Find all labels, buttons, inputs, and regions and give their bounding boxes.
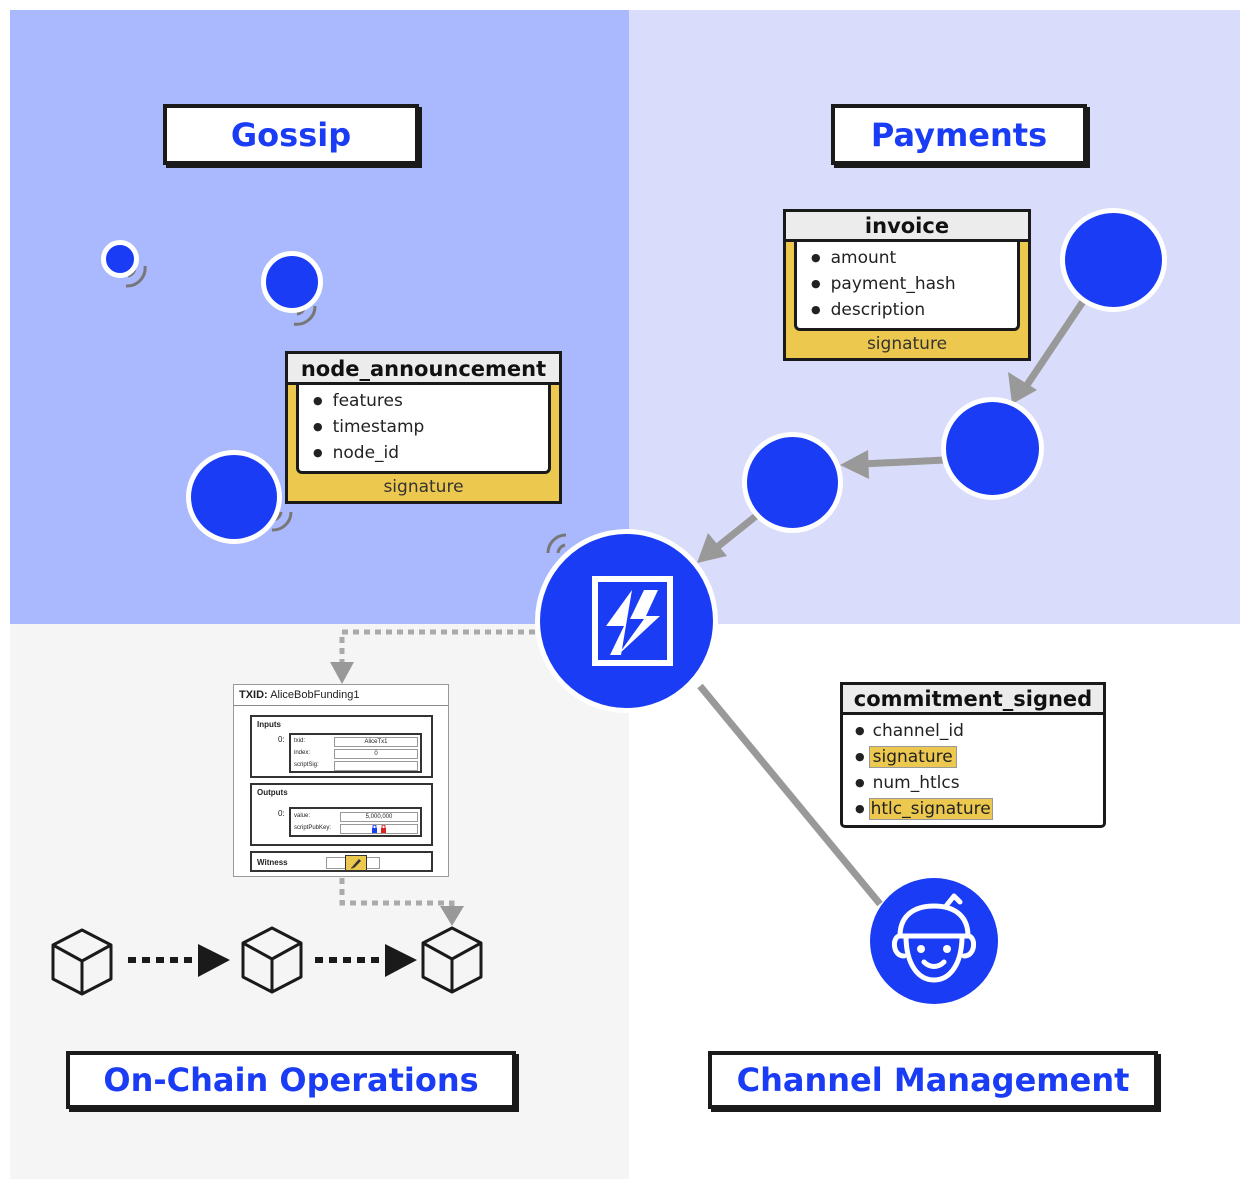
tx-to-block-arrowhead [440,906,464,926]
gossip-title: Gossip [163,104,419,165]
commitment-signed-fields: ●channel_id ●signature ●num_htlcs ●htlc_… [840,715,1106,828]
field-item: payment_hash [811,272,1017,298]
lightning-hub-node [535,529,718,713]
value-field: value:5,000,000 [294,812,420,822]
scriptpubkey-field: scriptPubKey: [294,824,420,834]
block-cube-icon [421,926,483,994]
payment-arrow-1 [1022,298,1087,390]
node-announcement-fields: features timestamp node_id [296,385,551,474]
tx-to-block-dotted [339,878,455,908]
payment-arrow-2 [861,456,946,468]
payment-node-hop-1 [941,397,1044,500]
invoice-body: amount payment_hash description signatur… [783,242,1031,361]
field-item: ●channel_id [855,721,964,741]
txid-label: TXID: [239,689,268,701]
signature-pen-icon [345,855,367,871]
payment-arrow-3 [713,513,759,551]
signature-highlight: signature [868,746,957,768]
payments-title: Payments [831,104,1087,165]
txid-row: TXID: AliceBobFunding1 [234,685,448,706]
lightning-logo-icon [592,576,673,666]
output-entry: value:5,000,000 scriptPubKey: [289,807,422,837]
field-item: node_id [313,441,548,467]
field-item: ●signature [855,745,1103,771]
outputs-section: Outputs 0: value:5,000,000 scriptPubKey: [250,783,433,846]
payment-arrowhead-3 [697,533,727,563]
onchain-title: On-Chain Operations [66,1051,516,1109]
node-announcement-header: node_announcement [285,351,562,385]
invoice-header: invoice [783,209,1031,242]
scriptsig-field: scriptSig: [294,761,420,771]
txid-value: AliceBobFunding1 [270,689,360,701]
invoice-message: invoice amount payment_hash description … [783,209,1031,361]
payment-node-origin [1060,208,1167,312]
funding-transaction: TXID: AliceBobFunding1 Inputs 0: txid:Al… [233,684,449,877]
field-item: timestamp [313,415,548,441]
channel-link-line [697,683,883,907]
lock-icon [372,824,386,833]
witness-label: Witness [257,858,288,867]
field-item: ●htlc_signature [855,798,993,820]
invoice-signature: signature [866,334,948,354]
input-index: 0: [278,735,285,744]
node-announcement-body: features timestamp node_id signature [285,385,562,504]
gossip-node-medium [261,251,323,313]
block-cube-icon [241,926,303,994]
blockchain-row [51,926,483,996]
commitment-signed-message: commitment_signed ●channel_id ●signature… [840,682,1106,828]
hub-to-tx-arrowhead [330,662,354,684]
index-field: index:0 [294,749,420,759]
invoice-fields: amount payment_hash description [794,242,1020,331]
htlc-signature-highlight: htlc_signature [868,798,993,820]
inputs-section: Inputs 0: txid:AliceTx1 index:0 scriptSi… [250,715,433,778]
channel-title: Channel Management [708,1051,1158,1109]
input-entry: txid:AliceTx1 index:0 scriptSig: [289,733,422,773]
txid-field: txid:AliceTx1 [294,737,420,747]
field-item: amount [811,246,1017,272]
payment-arrowhead-2 [840,450,869,479]
field-item: features [313,389,548,415]
node-announcement-message: node_announcement features timestamp nod… [285,351,562,504]
gossip-node-small [101,240,139,278]
output-index: 0: [278,809,285,818]
witness-section: Witness [250,851,433,872]
field-item: ●num_htlcs [855,773,960,793]
field-item: description [811,298,1017,324]
payment-node-hop-2 [742,432,843,533]
inputs-label: Inputs [257,720,281,729]
hub-to-tx-dotted [339,629,535,662]
node-announcement-signature: signature [383,477,464,497]
outputs-label: Outputs [257,788,288,797]
commitment-signed-header: commitment_signed [840,682,1106,715]
user-avatar-icon [892,893,976,983]
payment-arrowhead-1 [1008,372,1037,404]
block-cube-icon [51,928,113,996]
gossip-node-large [186,450,282,544]
user-avatar [870,878,998,1004]
